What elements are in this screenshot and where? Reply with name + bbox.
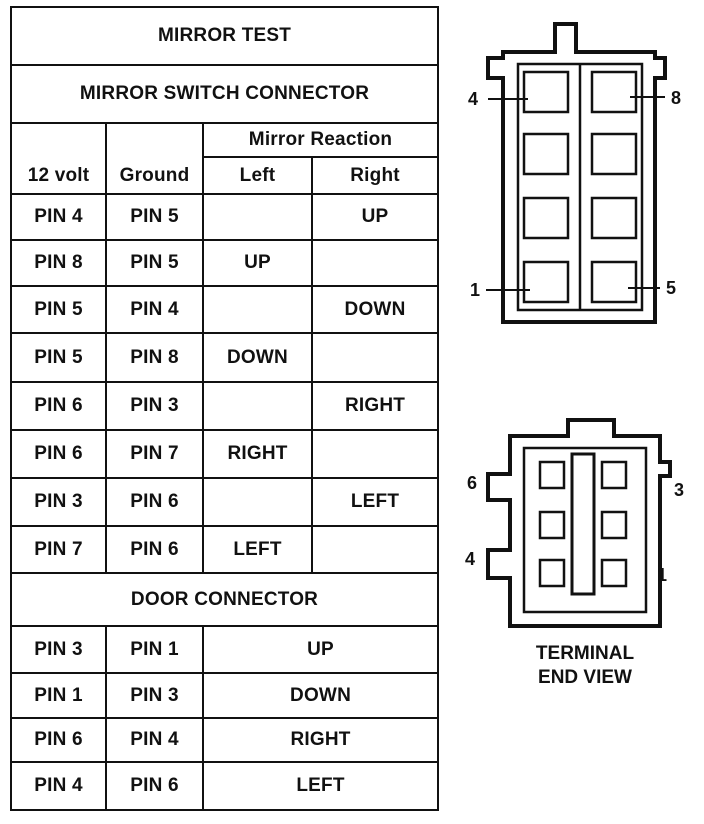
cell-12-volt: PIN 5 <box>10 285 107 334</box>
table-row: PIN 8 PIN 5 UP <box>10 239 440 287</box>
mirror-test-table-container: MIRROR TEST MIRROR SWITCH CONNECTOR 12 v… <box>9 6 440 811</box>
cell-12-volt: PIN 1 <box>10 672 107 719</box>
cell-left <box>202 193 313 241</box>
cell-ground: PIN 3 <box>105 381 204 431</box>
switch-pin-label: 4 <box>468 89 479 109</box>
switch-pin-label: 5 <box>666 278 677 298</box>
switch-connector-leader-lines <box>486 96 665 291</box>
table-row: PIN 1 PIN 3 DOWN <box>10 672 440 719</box>
cell-right: UP <box>310 193 440 241</box>
header-ground: Ground <box>105 122 204 195</box>
door-pin-label: 4 <box>465 549 476 569</box>
door-pin-label: 3 <box>674 480 685 500</box>
door-connector-cavities <box>538 460 628 588</box>
header-right: Right <box>310 156 440 195</box>
cell-left: RIGHT <box>202 429 313 479</box>
cell-reaction: RIGHT <box>201 717 440 763</box>
cell-left: DOWN <box>202 332 313 383</box>
table-row: PIN 3 PIN 1 UP <box>10 625 440 674</box>
door-pin-label: 6 <box>467 473 478 493</box>
table-row: PIN 3 PIN 6 LEFT <box>10 477 440 527</box>
cell-ground: PIN 8 <box>105 332 204 383</box>
door-connector-inner-wall <box>522 446 648 614</box>
cell-reaction: LEFT <box>201 761 440 811</box>
cell-ground: PIN 6 <box>105 477 204 527</box>
door-pin-label: 1 <box>657 565 668 585</box>
cell-right: DOWN <box>310 285 440 334</box>
door-connector-housing <box>486 418 672 628</box>
cell-right: RIGHT <box>310 381 440 431</box>
switch-pin-label: 8 <box>671 88 682 108</box>
cell-12-volt: PIN 6 <box>10 429 107 479</box>
door-connector-center-blade <box>570 452 596 596</box>
cell-12-volt: PIN 3 <box>10 477 107 527</box>
mirror-switch-connector-drawing <box>486 22 667 324</box>
table-row: PIN 4 PIN 6 LEFT <box>10 761 440 811</box>
cell-right <box>310 332 440 383</box>
cell-12-volt: PIN 4 <box>10 193 107 241</box>
cell-12-volt: PIN 3 <box>10 625 107 674</box>
cell-ground: PIN 4 <box>105 717 204 763</box>
cell-12-volt: PIN 7 <box>10 525 107 574</box>
section-heading-mirror-switch-connector: MIRROR SWITCH CONNECTOR <box>9 64 440 124</box>
table-title: MIRROR TEST <box>9 6 440 66</box>
door-connector-drawing <box>486 418 672 628</box>
cell-12-volt: PIN 5 <box>10 332 107 383</box>
mirror-test-table: MIRROR TEST MIRROR SWITCH CONNECTOR 12 v… <box>9 6 440 811</box>
table-row: PIN 5 PIN 8 DOWN <box>10 332 440 383</box>
cell-12-volt: PIN 8 <box>10 239 107 287</box>
cell-right <box>310 429 440 479</box>
cell-reaction: DOWN <box>201 672 440 719</box>
table-row: PIN 4 PIN 5 UP <box>10 193 440 241</box>
switch-connector-housing <box>486 22 667 324</box>
cell-12-volt: PIN 4 <box>10 761 107 811</box>
switch-pin-label: 1 <box>470 280 481 300</box>
caption-line-2: END VIEW <box>538 667 632 688</box>
table-row: PIN 7 PIN 6 LEFT <box>10 525 440 574</box>
cell-right <box>310 239 440 287</box>
cell-left <box>202 285 313 334</box>
cell-right <box>310 525 440 574</box>
header-left: Left <box>202 156 313 195</box>
cell-ground: PIN 7 <box>105 429 204 479</box>
table-row: PIN 5 PIN 4 DOWN <box>10 285 440 334</box>
table-row: PIN 6 PIN 7 RIGHT <box>10 429 440 479</box>
switch-connector-inner-wall <box>516 62 644 312</box>
header-mirror-reaction: Mirror Reaction <box>201 122 440 158</box>
table-row: PIN 6 PIN 3 RIGHT <box>10 381 440 431</box>
cell-ground: PIN 4 <box>105 285 204 334</box>
cell-12-volt: PIN 6 <box>10 381 107 431</box>
cell-ground: PIN 6 <box>105 525 204 574</box>
switch-connector-cavities <box>522 70 638 304</box>
cell-ground: PIN 6 <box>105 761 204 811</box>
cell-left: LEFT <box>202 525 313 574</box>
cell-left <box>202 381 313 431</box>
cell-ground: PIN 5 <box>105 239 204 287</box>
cell-left <box>202 477 313 527</box>
caption-line-1: TERMINAL <box>535 643 635 664</box>
terminal-end-view-caption: TERMINAL END VIEW <box>500 642 670 690</box>
cell-ground: PIN 3 <box>105 672 204 719</box>
section-heading-door-connector: DOOR CONNECTOR <box>9 572 440 627</box>
cell-left: UP <box>202 239 313 287</box>
header-12-volt: 12 volt <box>10 122 107 195</box>
cell-12-volt: PIN 6 <box>10 717 107 763</box>
cell-ground: PIN 1 <box>105 625 204 674</box>
table-row: PIN 6 PIN 4 RIGHT <box>10 717 440 763</box>
cell-ground: PIN 5 <box>105 193 204 241</box>
cell-reaction: UP <box>201 625 440 674</box>
cell-right: LEFT <box>310 477 440 527</box>
